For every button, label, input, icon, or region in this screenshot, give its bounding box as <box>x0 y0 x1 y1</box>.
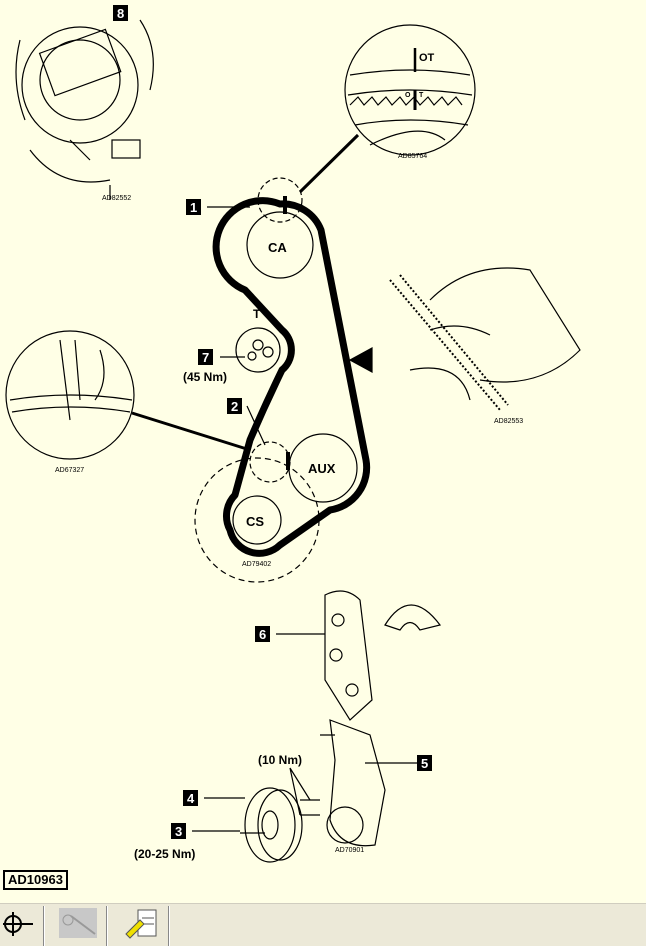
svg-text:6: 6 <box>259 627 266 642</box>
t-mark: T <box>419 92 424 99</box>
notes-pencil-icon <box>125 909 157 939</box>
timing-belt <box>212 197 371 557</box>
svg-text:2: 2 <box>231 399 238 414</box>
callout-3: 3 <box>171 823 186 839</box>
crankshaft-label: CS <box>246 514 264 529</box>
crosshair-tool-button[interactable] <box>0 904 42 946</box>
notes-tool-button[interactable] <box>112 904 168 946</box>
camshaft-label: CA <box>268 240 287 255</box>
image-code: AD82553 <box>494 418 523 425</box>
callout-4: 4 <box>183 790 198 806</box>
svg-text:3: 3 <box>175 824 182 839</box>
belt-hand-illustration <box>389 267 581 411</box>
image-code: AD82552 <box>102 195 131 202</box>
belt-icon <box>59 908 97 938</box>
camshaft-pulley <box>246 211 314 279</box>
ot-mark: OT <box>419 52 435 64</box>
toolbar <box>0 903 646 946</box>
o-mark: O <box>405 92 411 99</box>
crosshair-icon <box>3 912 33 936</box>
svg-text:7: 7 <box>202 350 209 365</box>
tensioner-label: T <box>253 307 261 321</box>
callout-1: 1 <box>186 199 201 215</box>
callout-7: 7 <box>198 349 213 365</box>
torque-bracket: (10 Nm) <box>258 753 302 767</box>
crankshaft-pulley <box>232 495 282 545</box>
svg-text:8: 8 <box>117 6 124 21</box>
svg-text:1: 1 <box>190 200 197 215</box>
timing-mark-magnifier <box>257 24 476 223</box>
torque-crank: (20-25 Nm) <box>134 847 195 861</box>
reference-id: AD10963 <box>3 870 68 890</box>
callout-8: 8 <box>113 5 128 21</box>
image-code: AD85764 <box>398 153 427 160</box>
belt-tool-button[interactable] <box>50 904 106 946</box>
bracket-illustration <box>300 590 442 847</box>
callout-6: 6 <box>255 626 270 642</box>
distributor-illustration <box>15 19 154 200</box>
callout-2: 2 <box>227 398 242 414</box>
crank-mark-magnifier <box>5 330 320 583</box>
auxiliary-label: AUX <box>308 461 336 476</box>
image-code: AD70901 <box>335 847 364 854</box>
svg-text:4: 4 <box>187 791 195 806</box>
callout-5: 5 <box>417 755 432 771</box>
rotation-arrow-icon <box>348 346 373 374</box>
image-code: AD67327 <box>55 467 84 474</box>
timing-belt-diagram: 1 2 3 4 5 6 7 8 CA T AUX CS (45 Nm) (10 … <box>5 5 581 863</box>
torque-tensioner: (45 Nm) <box>183 370 227 384</box>
tensioner-pulley <box>235 327 281 373</box>
crank-pulley-illustration <box>240 787 303 863</box>
image-code: AD79402 <box>242 561 271 568</box>
svg-text:5: 5 <box>421 756 428 771</box>
